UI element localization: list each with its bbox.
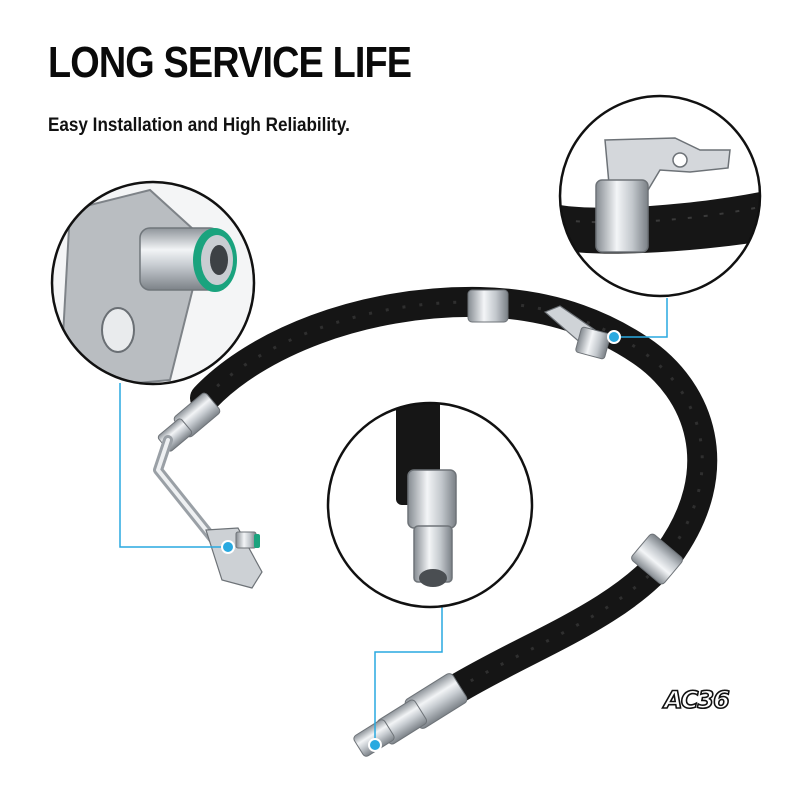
callout-lines <box>119 298 668 745</box>
detail-circle-right <box>558 94 762 298</box>
callout-dot-icon <box>221 540 235 554</box>
callout-markers <box>221 330 621 752</box>
headline: LONG SERVICE LIFE <box>48 38 412 87</box>
detail-circle-center <box>326 401 534 609</box>
hose-assembly <box>153 286 718 757</box>
subheadline: Easy Installation and High Reliability. <box>48 115 350 136</box>
callout-dot-icon <box>607 330 621 344</box>
bracket-clip <box>543 305 611 360</box>
detail-circle-left <box>50 180 256 386</box>
brand-watermark: AC36 <box>663 685 730 715</box>
bottom-crimp-fitting <box>353 673 468 757</box>
callout-dot-icon <box>368 738 382 752</box>
